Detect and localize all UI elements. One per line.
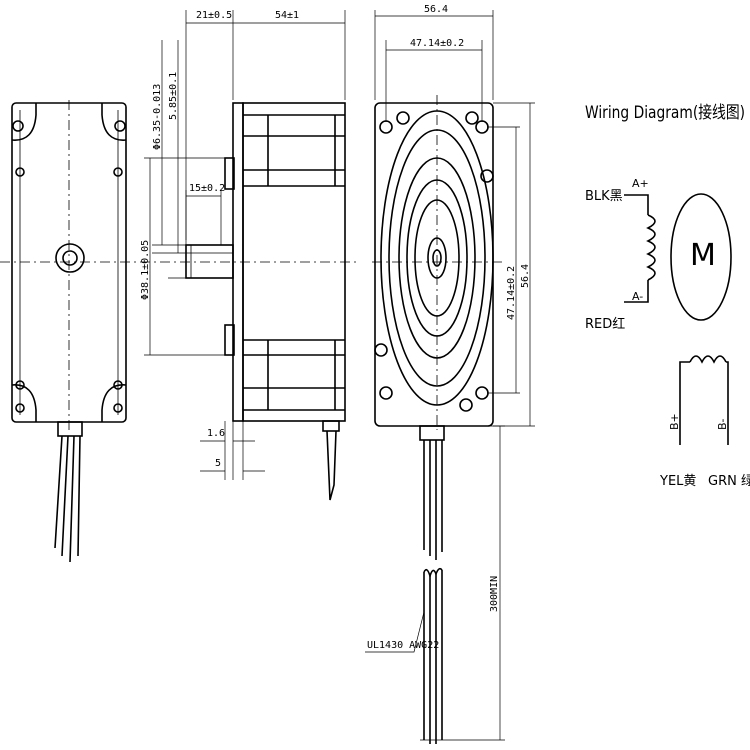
dim-shaft-diameter: Φ6.35-0.013	[152, 84, 163, 150]
dim-body-length: 54±1	[275, 10, 299, 21]
dim-lead-length: 300MIN	[489, 576, 500, 612]
motor-symbol-label: M	[690, 238, 716, 273]
dim-flange-thickness: 1.6	[207, 428, 225, 439]
dim-pilot-height: 5	[215, 458, 221, 469]
wire-red-label: RED红	[585, 316, 625, 332]
motor-symbol-circle	[670, 193, 732, 321]
dim-flat-length: 15±0.2	[189, 183, 225, 194]
wire-blk-label: BLK黑	[585, 189, 623, 204]
center-lines	[0, 95, 505, 430]
dim-flat-depth: 5.85±0.1	[168, 72, 179, 120]
wire-grn-label: GRN 绿	[708, 474, 750, 489]
dim-pilot-diameter: Φ38.1±0.05	[140, 240, 151, 300]
front-view-dimensions: 56.4 47.14±0.2 47.14±0.2 56.4 300MIN UL1…	[365, 4, 535, 741]
wiring-title: Wiring Diagram(接线图)	[585, 103, 745, 123]
dim-frame-width-side: 56.4	[520, 264, 531, 288]
a-minus-label: A-	[632, 290, 643, 303]
a-plus-label: A+	[632, 177, 649, 190]
wire-yel-label: YEL黄	[659, 474, 696, 489]
dim-hole-spacing-h: 47.14±0.2	[410, 38, 464, 49]
dim-hole-spacing-v: 47.14±0.2	[506, 266, 517, 320]
dim-shaft-length: 21±0.5	[196, 10, 232, 21]
b-minus-label: B-	[716, 418, 729, 430]
side-view	[185, 102, 346, 501]
b-plus-label: B+	[668, 413, 681, 430]
side-view-dimensions: 21±0.5 54±1 Φ6.35-0.013 5.85±0.1 15±0.2 …	[140, 10, 346, 480]
dim-frame-width: 56.4	[424, 4, 448, 15]
wire-spec-label: UL1430 AWG22	[367, 640, 439, 651]
rear-view	[11, 102, 127, 563]
wiring-diagram: Wiring Diagram(接线图) M BLK黑 RED红 A+ A- B+…	[585, 103, 750, 489]
